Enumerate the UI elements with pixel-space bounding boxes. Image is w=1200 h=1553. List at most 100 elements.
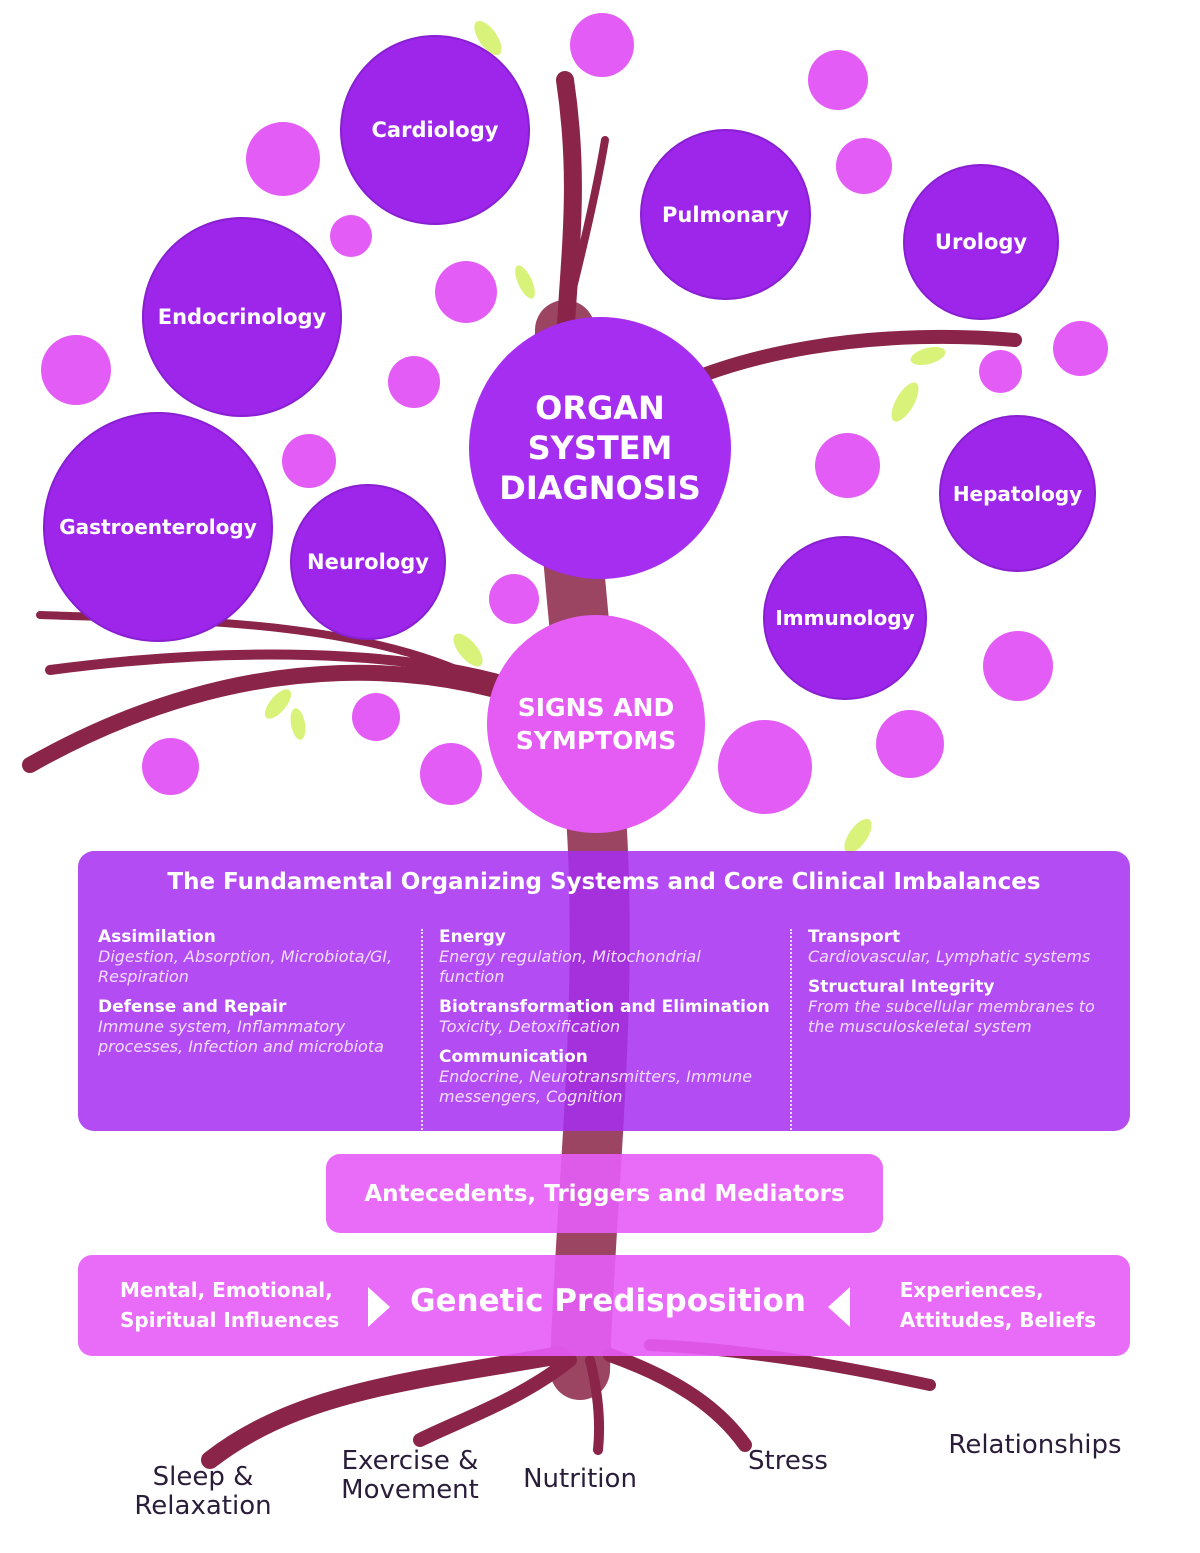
organ-neurology: Neurology — [290, 484, 446, 640]
system-name: Biotransformation and Elimination — [439, 997, 770, 1017]
decorative-dot — [1053, 321, 1108, 376]
organ-hepatology: Hepatology — [939, 415, 1096, 572]
leaf — [264, 689, 292, 719]
signs-line: SIGNS AND — [517, 693, 675, 722]
signs-and-symptoms: SIGNS AND SYMPTOMS — [487, 615, 705, 833]
decorative-dot — [836, 138, 892, 194]
signs-line: SYMPTOMS — [515, 726, 677, 755]
system-desc-line: Respiration — [98, 967, 189, 986]
system-desc-line: function — [439, 967, 505, 986]
decorative-dot — [983, 631, 1053, 701]
organ-pulmonary: Pulmonary — [640, 129, 811, 300]
fundamental-systems-panel: The Fundamental Organizing Systems and C… — [78, 851, 1130, 1165]
organ-gastroenterology: Gastroenterology — [43, 412, 273, 642]
systems-column-3: Transport Cardiovascular, Lymphatic syst… — [808, 927, 1123, 1047]
column-divider — [421, 929, 423, 1165]
organ-label: Gastroenterology — [59, 515, 257, 539]
system-name: Communication — [439, 1047, 588, 1067]
decorative-dot — [246, 122, 320, 196]
leaf — [453, 633, 483, 667]
leaf — [290, 708, 306, 740]
antecedents-label: Antecedents, Triggers and Mediators — [364, 1180, 845, 1207]
system-name: Transport — [808, 927, 901, 947]
root-line: Relaxation — [134, 1491, 272, 1521]
system-name: Energy — [439, 927, 506, 947]
root-2 — [413, 1353, 577, 1447]
organ-label: Cardiology — [371, 118, 499, 142]
system-desc: Immune system, Inflammatory processes, I… — [98, 1017, 418, 1057]
antecedents-box: Antecedents, Triggers and Mediators — [326, 1154, 883, 1233]
system-desc: From the subcellular membranes to the mu… — [808, 997, 1123, 1037]
root-exercise: Exercise & Movement — [325, 1447, 495, 1505]
column-divider — [790, 929, 792, 1165]
leaf — [910, 346, 946, 366]
system-name: Structural Integrity — [808, 977, 995, 997]
systems-column-1: Assimilation Digestion, Absorption, Micr… — [98, 927, 418, 1067]
root-relationships: Relationships — [948, 1430, 1122, 1460]
system-desc-line: Cardiovascular, Lymphatic systems — [808, 947, 1091, 966]
organ-label: Endocrinology — [157, 305, 327, 329]
influence-line: Attitudes, Beliefs — [899, 1308, 1096, 1332]
system-name: Assimilation — [98, 927, 216, 947]
organ-label: Hepatology — [952, 481, 1083, 506]
decorative-dot — [41, 335, 111, 405]
root-sleep: Sleep & Relaxation — [118, 1463, 288, 1521]
system-desc-line: processes, Infection and microbiota — [98, 1037, 384, 1056]
decorative-dot — [808, 50, 868, 110]
root-3 — [585, 1355, 605, 1455]
leaf — [515, 265, 535, 299]
system-desc-line: Energy regulation, Mitochondrial — [439, 947, 701, 966]
core-line: DIAGNOSIS — [499, 469, 701, 507]
arrow-left-icon — [828, 1287, 850, 1327]
system-desc-line: Immune system, Inflammatory — [98, 1017, 346, 1036]
genetic-predisposition-box: Mental, Emotional, Spiritual Influences … — [78, 1255, 1130, 1356]
decorative-dot — [420, 743, 482, 805]
system-desc: Toxicity, Detoxification — [439, 1017, 789, 1037]
organ-label: Urology — [934, 230, 1028, 254]
system-desc: Endocrine, Neurotransmitters, Immune mes… — [439, 1067, 789, 1107]
panel-title: The Fundamental Organizing Systems and C… — [167, 869, 1041, 895]
system-desc-line: the musculoskeletal system — [808, 1017, 1032, 1036]
organ-label: Immunology — [775, 606, 915, 630]
root-4 — [603, 1348, 752, 1452]
influence-line: Spiritual Influences — [120, 1308, 340, 1332]
root-line: Sleep & — [152, 1462, 254, 1492]
decorative-dot — [142, 738, 199, 795]
decorative-dot — [388, 356, 440, 408]
organ-system-diagnosis: ORGAN SYSTEM DIAGNOSIS — [469, 317, 731, 579]
system-name: Defense and Repair — [98, 997, 287, 1017]
root-nutrition: Nutrition — [523, 1464, 637, 1494]
leaf — [844, 818, 872, 854]
organ-label: Neurology — [307, 550, 429, 574]
decorative-dot — [352, 693, 400, 741]
arrow-right-icon — [368, 1287, 390, 1327]
leaf — [891, 382, 919, 422]
decorative-dot — [489, 574, 539, 624]
root-line: Exercise & — [341, 1446, 479, 1476]
system-desc-line: Toxicity, Detoxification — [439, 1017, 621, 1036]
system-desc-line: From the subcellular membranes to — [808, 997, 1095, 1016]
influences-left: Mental, Emotional, Spiritual Influences — [120, 1275, 339, 1335]
organ-immunology: Immunology — [763, 536, 927, 700]
root-stress: Stress — [748, 1446, 828, 1476]
root-1 — [201, 1346, 569, 1469]
system-desc-line: Endocrine, Neurotransmitters, Immune — [439, 1067, 753, 1086]
decorative-dot — [330, 215, 372, 257]
decorative-dot — [718, 720, 812, 814]
system-desc: Energy regulation, Mitochondrial functio… — [439, 947, 789, 987]
system-desc: Cardiovascular, Lymphatic systems — [808, 947, 1123, 967]
branch-top-right — [566, 136, 609, 304]
decorative-dot — [815, 433, 880, 498]
decorative-dot — [979, 350, 1022, 393]
influence-line: Experiences, — [899, 1278, 1044, 1302]
system-desc-line: Digestion, Absorption, Microbiota/GI, — [98, 947, 393, 966]
trunk-top — [556, 71, 582, 349]
influences-right: Experiences, Attitudes, Beliefs — [900, 1275, 1096, 1335]
decorative-dot — [570, 13, 634, 77]
leaf — [474, 20, 502, 56]
core-line: ORGAN — [535, 389, 665, 427]
genetic-title: Genetic Predisposition — [410, 1283, 806, 1319]
organ-endocrinology: Endocrinology — [142, 217, 342, 417]
decorative-dot — [435, 261, 497, 323]
organ-cardiology: Cardiology — [340, 35, 530, 225]
